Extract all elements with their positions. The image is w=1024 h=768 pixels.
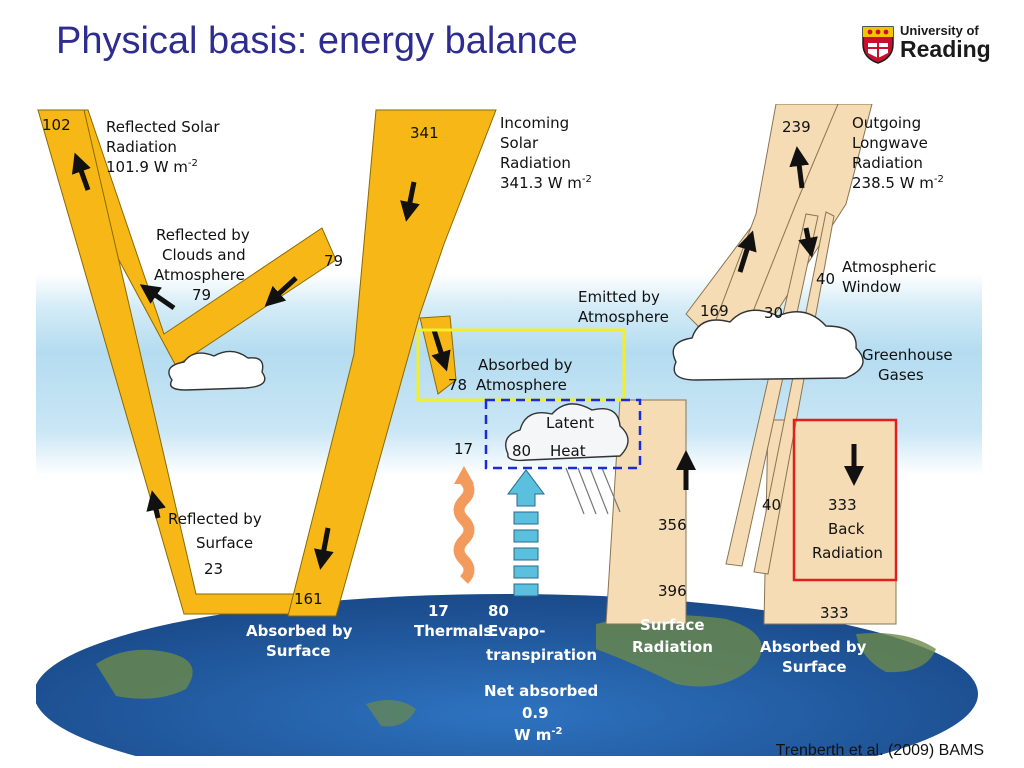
reflected-surface-value: 23 bbox=[204, 560, 223, 578]
incoming-solar-label4: 341.3 W m-2 bbox=[500, 174, 592, 192]
thermals-value-top: 17 bbox=[454, 440, 473, 458]
greenhouse-label1: Greenhouse bbox=[862, 346, 953, 364]
back-radiation-label2: Radiation bbox=[812, 544, 883, 562]
logo-line1: University of bbox=[900, 23, 979, 38]
absorbed-surface-solar-label1: Absorbed by bbox=[246, 622, 353, 640]
evapotranspiration-arrow bbox=[507, 469, 545, 597]
reflected-clouds-value: 79 bbox=[324, 252, 343, 270]
thermals-label: Thermals bbox=[414, 622, 492, 640]
reflected-surface-label2: Surface bbox=[196, 534, 253, 552]
latent-heat-label1: Latent bbox=[546, 414, 594, 432]
direction-arrows bbox=[71, 146, 864, 570]
reflected-solar-label3: 101.9 W m-2 bbox=[106, 158, 198, 176]
emitted-atmosphere-value2: 30 bbox=[764, 304, 783, 322]
logo-line2: Reading bbox=[900, 36, 991, 62]
evapotranspiration-value: 80 bbox=[488, 602, 509, 620]
greenhouse-label2: Gases bbox=[878, 366, 924, 384]
net-absorbed-label: Net absorbed bbox=[484, 682, 598, 700]
incoming-solar-label1: Incoming bbox=[500, 114, 569, 132]
latent-heat-highlight bbox=[484, 398, 642, 470]
surface-radiation-label1: Surface bbox=[640, 616, 705, 634]
reflected-clouds-label1: Reflected by bbox=[156, 226, 250, 244]
reflected-clouds-label3: Atmosphere bbox=[154, 266, 245, 284]
reflected-clouds-label2: Clouds and bbox=[162, 246, 246, 264]
surface-radiation-label2: Radiation bbox=[632, 638, 713, 656]
absorbed-surface-solar-value: 161 bbox=[294, 590, 323, 608]
outgoing-longwave-label2: Longwave bbox=[852, 134, 928, 152]
citation: Trenberth et al. (2009) BAMS bbox=[775, 742, 984, 759]
slide-title: Physical basis: energy balance bbox=[56, 20, 578, 62]
outgoing-longwave-label4: 238.5 W m-2 bbox=[852, 174, 944, 192]
surface-radiation-value1: 356 bbox=[658, 516, 687, 534]
crest-icon bbox=[862, 26, 894, 64]
back-radiation-highlight bbox=[792, 418, 898, 582]
reflected-clouds-label4: 79 bbox=[192, 286, 211, 304]
emitted-atmosphere-label1: Emitted by bbox=[578, 288, 660, 306]
evapotranspiration-label1: Evapo- bbox=[488, 622, 545, 640]
thermals-wave-arrow bbox=[453, 466, 475, 584]
back-radiation-value: 333 bbox=[828, 496, 857, 514]
absorbed-surface-solar-label2: Surface bbox=[266, 642, 331, 660]
absorbed-atmosphere-label1: Absorbed by bbox=[478, 356, 573, 374]
cloud-shapes bbox=[168, 309, 864, 515]
absorbed-surface-lw-value: 333 bbox=[820, 604, 849, 622]
atmospheric-window-value: 40 bbox=[816, 270, 835, 288]
reflected-surface-label1: Reflected by bbox=[168, 510, 262, 528]
atmospheric-window-label2: Window bbox=[842, 278, 901, 296]
emitted-atmosphere-value1: 169 bbox=[700, 302, 729, 320]
absorbed-surface-lw-label1: Absorbed by bbox=[760, 638, 867, 656]
latent-heat-value: 80 bbox=[512, 442, 531, 460]
outgoing-longwave-value: 239 bbox=[782, 118, 811, 136]
reflected-solar-label2: Radiation bbox=[106, 138, 177, 156]
net-absorbed-unit: W m-2 bbox=[514, 726, 563, 744]
incoming-solar-value: 341 bbox=[410, 124, 439, 142]
incoming-solar-label3: Radiation bbox=[500, 154, 571, 172]
absorbed-atmosphere-label2: Atmosphere bbox=[476, 376, 567, 394]
outgoing-longwave-label3: Radiation bbox=[852, 154, 923, 172]
energy-balance-diagram: 102 Reflected Solar Radiation 101.9 W m-… bbox=[36, 104, 982, 756]
surface-window-value: 40 bbox=[762, 496, 781, 514]
absorbed-surface-lw-label2: Surface bbox=[782, 658, 847, 676]
emitted-atmosphere-label2: Atmosphere bbox=[578, 308, 669, 326]
evapotranspiration-label2: transpiration bbox=[486, 646, 597, 664]
earth-surface bbox=[36, 594, 978, 756]
thermals-value: 17 bbox=[428, 602, 449, 620]
absorbed-atmosphere-value: 78 bbox=[448, 376, 467, 394]
back-radiation-label1: Back bbox=[828, 520, 865, 538]
atmospheric-window-label1: Atmospheric bbox=[842, 258, 936, 276]
incoming-solar-label2: Solar bbox=[500, 134, 539, 152]
reflected-solar-value: 102 bbox=[42, 116, 71, 134]
university-logo: University of Reading bbox=[862, 22, 1002, 72]
latent-heat-label2: Heat bbox=[550, 442, 586, 460]
outgoing-longwave-label1: Outgoing bbox=[852, 114, 921, 132]
net-absorbed-value: 0.9 bbox=[522, 704, 549, 722]
surface-radiation-value2: 396 bbox=[658, 582, 687, 600]
reflected-solar-label1: Reflected Solar bbox=[106, 118, 220, 136]
